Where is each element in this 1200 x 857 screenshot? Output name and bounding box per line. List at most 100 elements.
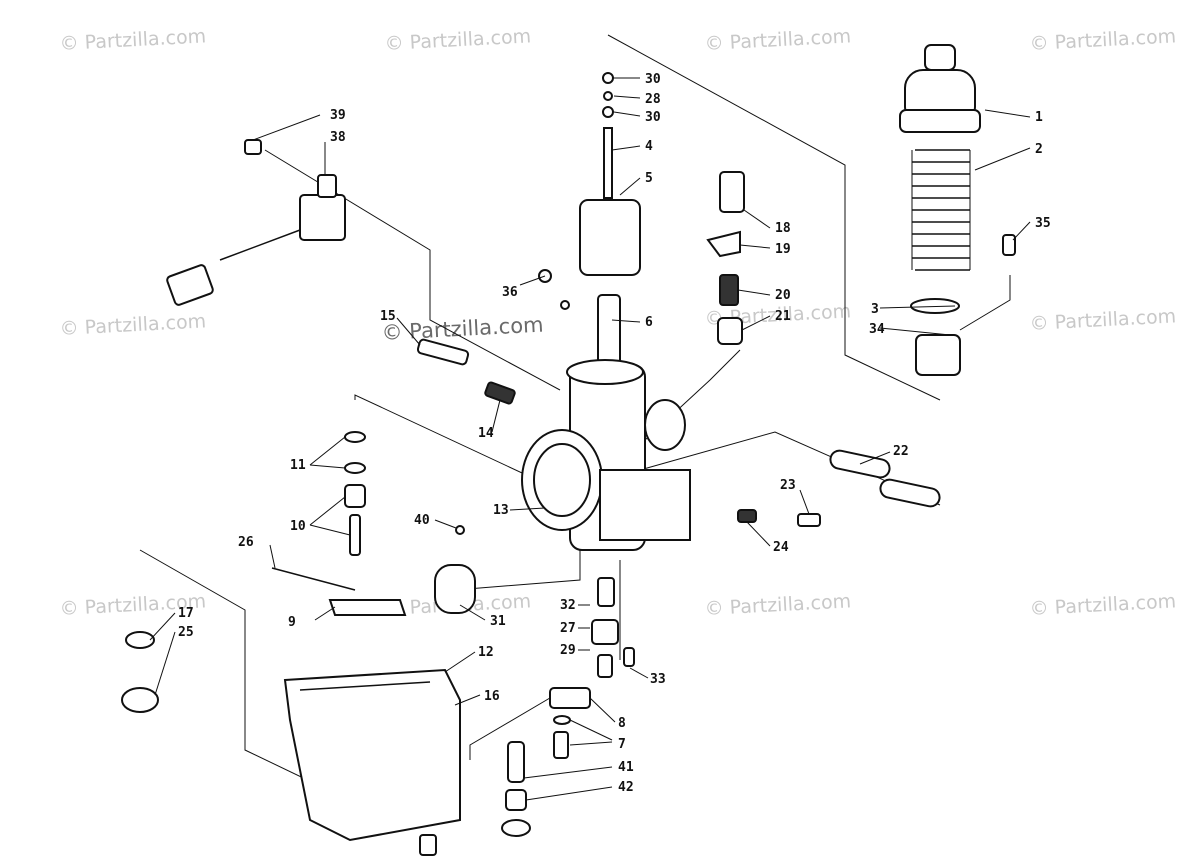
callout-16: 16 xyxy=(484,689,500,704)
callout-19: 19 xyxy=(775,242,791,257)
part-jet-32[interactable] xyxy=(597,577,615,607)
callout-32: 32 xyxy=(560,598,576,613)
part-spring-20[interactable] xyxy=(719,274,739,306)
callout-15: 15 xyxy=(380,309,396,324)
watermark: © Partzilla.com xyxy=(704,590,852,620)
callout-13: 13 xyxy=(493,503,509,518)
watermark: © Partzilla.com xyxy=(384,25,532,55)
callout-28: 28 xyxy=(645,92,661,107)
callout-42: 42 xyxy=(618,780,634,795)
watermark: © Partzilla.com xyxy=(59,310,207,340)
watermark: © Partzilla.com xyxy=(1029,305,1177,335)
part-throttle-valve-34[interactable] xyxy=(915,334,961,376)
callout-24: 24 xyxy=(773,540,789,555)
part-jet-29[interactable] xyxy=(597,654,613,678)
part-valve-seat-10[interactable] xyxy=(344,484,366,508)
part-throttle-valve[interactable] xyxy=(579,199,641,276)
part-float-31[interactable] xyxy=(434,564,476,614)
callout-3: 3 xyxy=(871,302,879,317)
part-float-arm-9[interactable] xyxy=(328,599,407,616)
callout-23: 23 xyxy=(780,478,796,493)
part-screw-35[interactable] xyxy=(1002,234,1016,256)
part-o-ring-17[interactable] xyxy=(125,631,155,649)
part-washer-11b[interactable] xyxy=(344,462,366,474)
part-sleeve-41[interactable] xyxy=(507,741,525,783)
part-washer-3[interactable] xyxy=(910,298,960,314)
callout-40: 40 xyxy=(414,513,430,528)
part-screw-33[interactable] xyxy=(623,647,635,667)
callout-8: 8 xyxy=(618,716,626,731)
assembly-lines xyxy=(139,34,1011,811)
part-plate-19[interactable] xyxy=(706,230,741,258)
callout-22: 22 xyxy=(893,444,909,459)
part-cap-42[interactable] xyxy=(505,789,527,811)
part-screw-7[interactable] xyxy=(553,731,569,759)
callout-30: 30 xyxy=(645,72,661,87)
watermark: © Partzilla.com xyxy=(704,25,852,55)
part-spring-24[interactable] xyxy=(737,509,757,523)
part-needle-valve-10[interactable] xyxy=(349,514,361,556)
callout-11: 11 xyxy=(290,458,306,473)
callout-41: 41 xyxy=(618,760,634,775)
part-plug-25[interactable] xyxy=(121,687,159,713)
part-carburetor-body[interactable] xyxy=(521,359,691,551)
callout-35: 35 xyxy=(1035,216,1051,231)
part-plug-42[interactable] xyxy=(501,819,531,837)
watermark: © Partzilla.com xyxy=(1029,25,1177,55)
callout-5: 5 xyxy=(645,171,653,186)
part-washer-30[interactable] xyxy=(602,106,614,118)
part-spring[interactable] xyxy=(911,149,971,271)
part-washer-7[interactable] xyxy=(553,715,571,725)
callout-21: 21 xyxy=(775,309,791,324)
callout-34: 34 xyxy=(869,322,885,337)
callout-10: 10 xyxy=(290,519,306,534)
callout-1: 1 xyxy=(1035,110,1043,125)
part-pilot-air-screw[interactable] xyxy=(719,171,745,213)
part-pin-26[interactable] xyxy=(271,567,356,591)
part-needle-jet[interactable] xyxy=(597,294,621,366)
callout-30: 30 xyxy=(645,110,661,125)
part-spring-14[interactable] xyxy=(484,381,516,405)
part-screw-39[interactable] xyxy=(244,139,262,155)
callout-4: 4 xyxy=(645,139,653,154)
callout-17: 17 xyxy=(178,606,194,621)
watermarks: © Partzilla.com © Partzilla.com © Partzi… xyxy=(59,25,1177,620)
part-fitting-23[interactable] xyxy=(797,513,821,527)
callout-6: 6 xyxy=(645,315,653,330)
callout-36: 36 xyxy=(502,285,518,300)
callout-7: 7 xyxy=(618,737,626,752)
part-clip-40[interactable] xyxy=(455,525,465,535)
part-tube-22b[interactable] xyxy=(879,478,941,508)
part-washer-11a[interactable] xyxy=(344,431,366,443)
part-washer-30[interactable] xyxy=(602,72,614,84)
callout-27: 27 xyxy=(560,621,576,636)
part-jet-needle[interactable] xyxy=(603,127,613,199)
part-cap-21[interactable] xyxy=(717,317,743,345)
callout-12: 12 xyxy=(478,645,494,660)
callout-18: 18 xyxy=(775,221,791,236)
part-jet-27[interactable] xyxy=(591,619,619,645)
callout-2: 2 xyxy=(1035,142,1043,157)
callout-labels: 1 2 3 4 5 6 7 8 9 10 11 12 13 14 15 16 1… xyxy=(178,72,1051,795)
watermark: © Partzilla.com xyxy=(59,25,207,55)
part-air-cleaner-cap[interactable] xyxy=(899,44,981,133)
part-cable-38[interactable] xyxy=(166,174,346,306)
callout-39: 39 xyxy=(330,108,346,123)
part-bracket-8[interactable] xyxy=(549,687,591,709)
callout-26: 26 xyxy=(238,535,254,550)
callout-31: 31 xyxy=(490,614,506,629)
part-throttle-stop-screw[interactable] xyxy=(416,338,470,366)
callout-20: 20 xyxy=(775,288,791,303)
leader-lines xyxy=(149,77,1031,801)
watermark: © Partzilla.com xyxy=(1029,590,1177,620)
part-clip-28[interactable] xyxy=(603,91,613,101)
callout-25: 25 xyxy=(178,625,194,640)
callout-33: 33 xyxy=(650,672,666,687)
watermark: © Partzilla.com xyxy=(381,313,544,345)
part-float-bowl[interactable] xyxy=(283,668,461,856)
callout-14: 14 xyxy=(478,426,494,441)
part-washer-37[interactable] xyxy=(560,300,570,310)
callout-9: 9 xyxy=(288,615,296,630)
